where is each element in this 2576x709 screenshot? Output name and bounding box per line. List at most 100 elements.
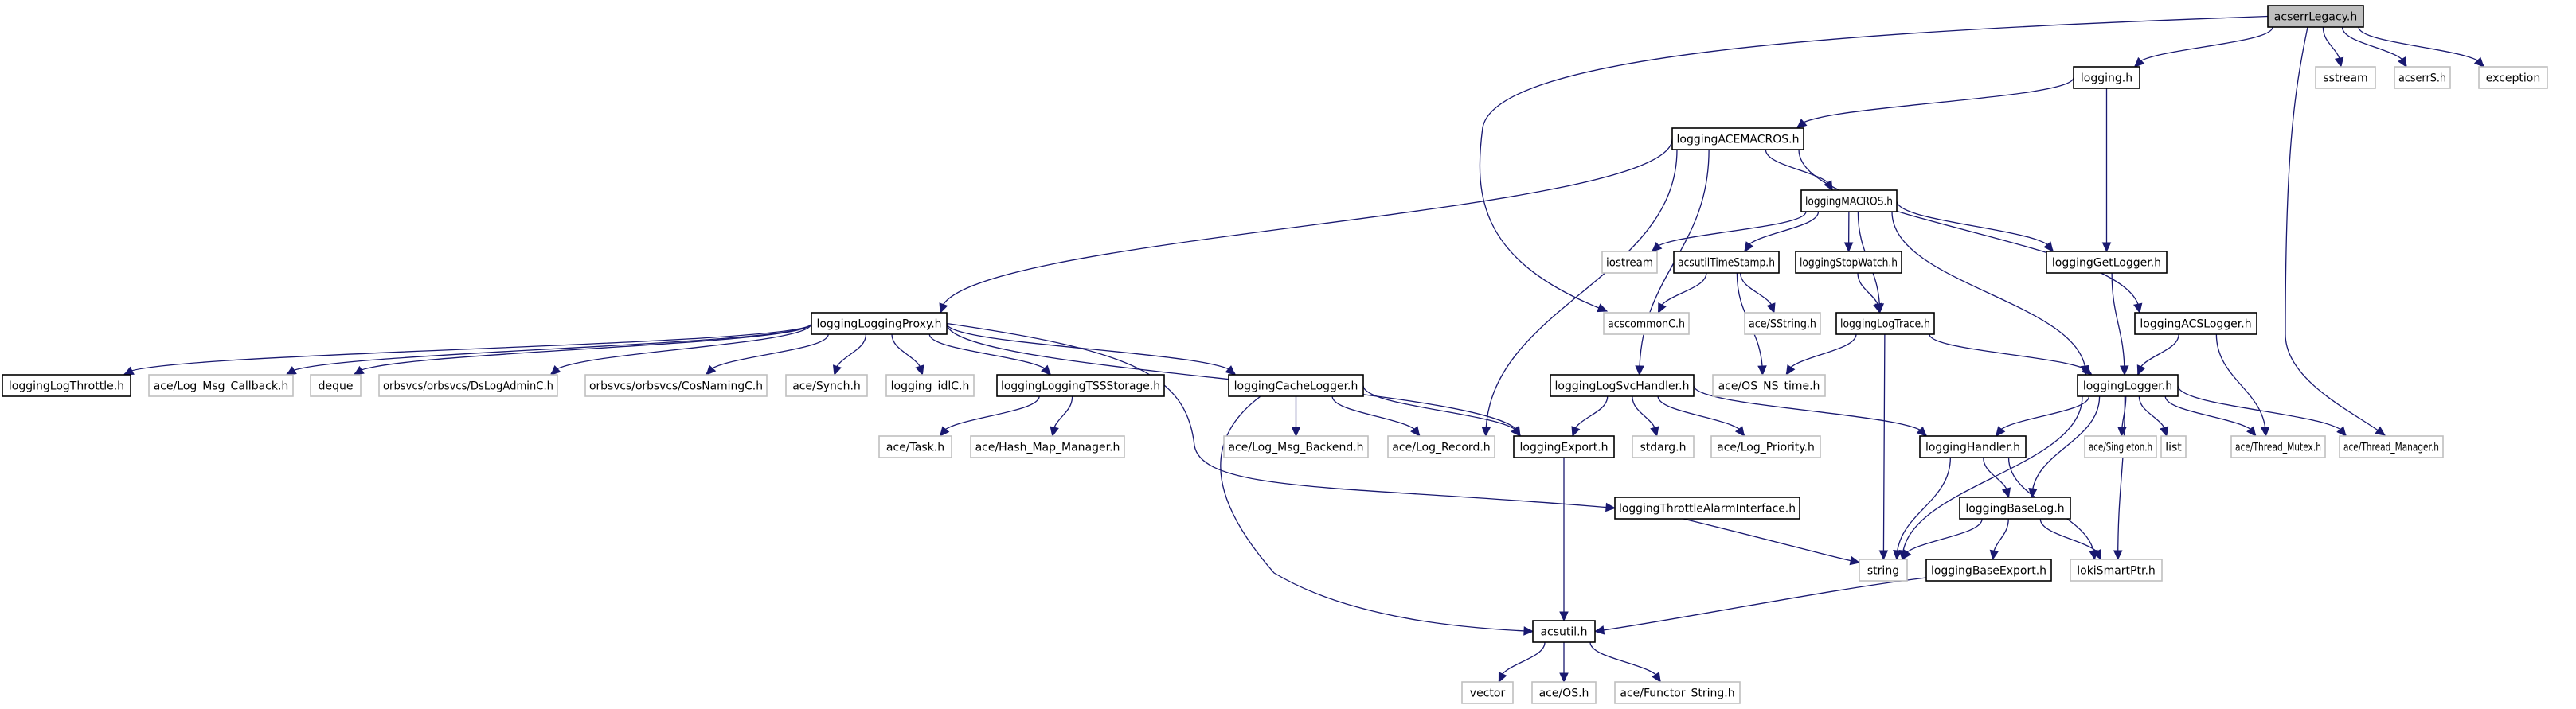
node-box	[1800, 189, 1898, 212]
node-box	[1710, 435, 1821, 458]
node-acsutil-h[interactable]: acsutil.h	[1532, 620, 1596, 643]
arrowhead-icon	[2001, 487, 2011, 499]
arrowhead-icon	[1050, 426, 1059, 438]
node-box	[1919, 435, 2027, 458]
arrowhead-icon	[1650, 426, 1659, 438]
arrowhead-icon	[2375, 426, 2386, 436]
node-box	[2478, 66, 2548, 89]
node-logginghandler-h[interactable]: loggingHandler.h	[1919, 435, 2027, 458]
node-label: loggingACSLogger.h	[2140, 318, 2251, 331]
arrowhead-icon	[1652, 672, 1661, 684]
edge-logginglogsvchandler-h-to-ace-log-priority-h	[1657, 395, 1745, 437]
node-ace-thread-mutex-h: ace/Thread_Mutex.h	[2230, 435, 2326, 458]
arrowhead-icon	[2336, 426, 2347, 437]
arrowhead-icon	[1893, 550, 1902, 561]
node-loggingacslogger-h[interactable]: loggingACSLogger.h	[2134, 312, 2257, 335]
node-box	[1513, 435, 1615, 458]
node-logginggetlogger-h[interactable]: loggingGetLogger.h	[2046, 251, 2168, 274]
node-orbsvcs-orbsvcs-dslogadminc-h: orbsvcs/orbsvcs/DsLogAdminC.h	[378, 374, 558, 397]
arrowhead-icon	[1849, 555, 1861, 566]
node-loggingloggingtssstorage-h[interactable]: loggingLoggingTSSStorage.h	[996, 374, 1165, 397]
arrowhead-icon	[1766, 302, 1776, 314]
node-box	[2073, 66, 2140, 89]
node-logging-h[interactable]: logging.h	[2073, 66, 2140, 89]
node-label: orbsvcs/orbsvcs/DsLogAdminC.h	[383, 380, 553, 393]
arrowhead-icon	[1481, 427, 1491, 438]
node-box	[1712, 374, 1826, 397]
edge-acserrlegacy-h-to-acscommonc-h	[1479, 15, 2269, 312]
arrowhead-icon	[1559, 672, 1569, 684]
edge-loggingacemacros-h-to-loggingloggingproxy-h	[940, 138, 1673, 314]
node-deque: deque	[310, 374, 362, 397]
node-ace-sstring-h: ace/SString.h	[1744, 312, 1821, 335]
node-box	[2134, 312, 2257, 335]
node-ace-functor-string-h: ace/Functor_String.h	[1614, 681, 1741, 704]
edge-logginglogger-h-to-ace-thread-manager-h	[2177, 385, 2347, 437]
node-loggingexport-h[interactable]: loggingExport.h	[1513, 435, 1615, 458]
node-loggingacemacros-h[interactable]: loggingACEMACROS.h	[1671, 127, 1804, 150]
arrowhead-icon	[123, 366, 135, 376]
node-acserrlegacy-h[interactable]: acserrLegacy.h	[2267, 5, 2364, 28]
node-label: loggingLogger.h	[2083, 380, 2172, 393]
arrowhead-icon	[1498, 672, 1507, 684]
node-iostream: iostream	[1601, 251, 1658, 274]
node-loggingloggingproxy-h[interactable]: loggingLoggingProxy.h	[811, 312, 948, 335]
node-box	[1550, 374, 1695, 397]
node-label: ace/Thread_Mutex.h	[2235, 442, 2321, 454]
edge-loggingcachelogger-h-to-acsutil-h	[1220, 395, 1534, 633]
arrowhead-icon	[1902, 549, 1912, 560]
node-label: ace/Log_Msg_Callback.h	[154, 380, 289, 393]
arrowhead-icon	[2260, 427, 2270, 438]
node-loggingthrottlealarminterface-h[interactable]: loggingThrottleAlarmInterface.h	[1614, 497, 1800, 520]
node-box	[1859, 559, 1908, 582]
edge-loggingcachelogger-h-to-loggingexport-h	[1362, 385, 1521, 437]
node-box	[1532, 620, 1596, 643]
node-ace-os-h: ace/OS.h	[1531, 681, 1597, 704]
node-label: loggingStopWatch.h	[1800, 257, 1898, 270]
arrowhead-icon	[1878, 550, 1889, 561]
arrowhead-icon	[1523, 626, 1534, 636]
node-label: loggingThrottleAlarmInterface.h	[1619, 503, 1796, 516]
node-box	[2339, 435, 2444, 458]
node-label: ace/Singleton.h	[2089, 442, 2152, 454]
arrowhead-icon	[939, 302, 948, 314]
node-logginglogthrottle-h[interactable]: loggingLogThrottle.h	[2, 374, 131, 397]
edge-loggingacslogger-h-to-ace-thread-mutex-h	[2215, 333, 2267, 437]
arrowhead-icon	[2133, 302, 2143, 314]
arrowhead-icon	[1873, 302, 1882, 314]
node-box	[2160, 435, 2187, 458]
edge-loggingloggingproxy-h-to-deque	[354, 322, 812, 376]
node-label: ace/OS.h	[1539, 688, 1589, 700]
edge-logginglogtrace-h-to-string	[1882, 333, 1886, 560]
arrowhead-icon	[285, 366, 297, 376]
node-loggingcachelogger-h[interactable]: loggingCacheLogger.h	[1228, 374, 1364, 397]
node-label: loggingMACROS.h	[1805, 196, 1893, 208]
node-loggingstopwatch-h[interactable]: loggingStopWatch.h	[1795, 251, 1902, 274]
node-box	[970, 435, 1125, 458]
node-box	[148, 374, 294, 397]
node-box	[1531, 681, 1597, 704]
node-box	[1223, 435, 1369, 458]
node-acsutiltimestamp-h[interactable]: acsutilTimeStamp.h	[1673, 251, 1780, 274]
edge-loggingloggingproxy-h-to-logginglogthrottle-h	[123, 322, 812, 376]
node-logginglogtrace-h[interactable]: loggingLogTrace.h	[1835, 312, 1935, 335]
node-loggingbaseexport-h[interactable]: loggingBaseExport.h	[1925, 559, 2052, 582]
arrowhead-icon	[2117, 427, 2127, 438]
arrowhead-icon	[2120, 365, 2129, 376]
arrowhead-icon	[2101, 242, 2112, 253]
node-loggingbaselog-h[interactable]: loggingBaseLog.h	[1959, 497, 2071, 520]
node-ace-log-priority-h: ace/Log_Priority.h	[1710, 435, 1821, 458]
node-ace-os-ns-time-h: ace/OS_NS_time.h	[1712, 374, 1826, 397]
edge-loggingmacros-h-to-logginggetlogger-h	[1896, 201, 2054, 252]
node-box	[1614, 681, 1741, 704]
node-ace-synch-h: ace/Synch.h	[785, 374, 868, 397]
arrowhead-icon	[1824, 180, 1833, 192]
node-logginglogger-h[interactable]: loggingLogger.h	[2077, 374, 2179, 397]
node-loggingmacros-h[interactable]: loggingMACROS.h	[1800, 189, 1898, 212]
arrowhead-icon	[1757, 365, 1767, 376]
node-label: ace/OS_NS_time.h	[1718, 380, 1820, 393]
edge-acserrlegacy-h-to-logging-h	[2134, 26, 2273, 68]
node-box	[2, 374, 131, 397]
node-box	[584, 374, 768, 397]
node-logginglogsvchandler-h[interactable]: loggingLogSvcHandler.h	[1550, 374, 1695, 397]
